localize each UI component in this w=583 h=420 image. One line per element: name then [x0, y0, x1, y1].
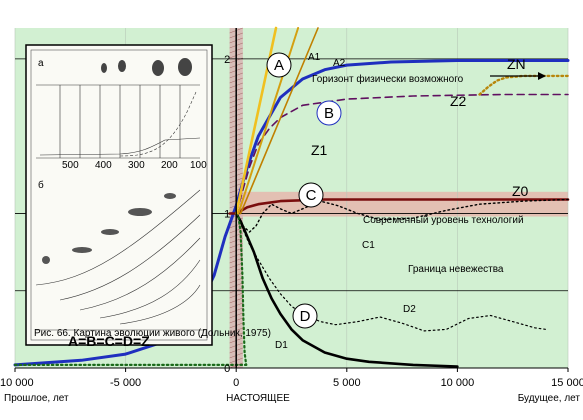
circle-A	[266, 52, 292, 78]
inset-panel-a-grid	[36, 84, 201, 159]
label-A: A	[274, 57, 284, 74]
zn-arrow-head	[538, 72, 546, 80]
x-ticks: -10 000 -5 000 0 5 000 10 000 15 000	[0, 368, 583, 389]
label-B: B	[324, 105, 334, 122]
inset-tick-3: 200	[161, 160, 178, 171]
inset-tick-4: 100	[190, 160, 207, 171]
series-d	[234, 212, 459, 368]
inset-fossils	[101, 58, 192, 76]
label-Z0: Z0	[512, 183, 529, 199]
x-caption-future: Будущее, лет	[518, 393, 581, 404]
y-ticks: 0 1 2	[224, 54, 230, 375]
x-tick-label: 0	[233, 377, 239, 389]
x-tick-label: 5 000	[333, 377, 361, 389]
tech-level-label: Современный уровень технологий	[363, 215, 524, 226]
x-tick-label: 10 000	[441, 377, 475, 389]
inset-panel-a-title: а	[38, 58, 44, 69]
x-tick-label: -5 000	[110, 377, 141, 389]
x-tick-label: -10 000	[0, 377, 34, 389]
x-caption-past: Прошлое, лет	[4, 393, 69, 404]
inset-tick-1: 400	[95, 160, 112, 171]
label-D2: D2	[403, 304, 416, 315]
inset-caption: Рис. 66. Картина эволюции живого (Дольни…	[34, 328, 271, 339]
inset-frame	[25, 44, 213, 346]
label-Z1: Z1	[311, 142, 328, 158]
circle-B	[316, 100, 342, 126]
label-A2: A2	[333, 58, 346, 69]
series-d1-drop	[235, 212, 248, 366]
label-D: D	[300, 308, 311, 325]
series-d2	[235, 212, 547, 332]
circle-C	[298, 182, 324, 208]
circle-D	[292, 303, 318, 329]
inset-inner-frame	[30, 49, 208, 341]
x-tick-label: 15 000	[551, 377, 583, 389]
ignorance-label: Граница невежества	[408, 264, 504, 275]
label-C: C	[306, 187, 317, 204]
horizon-label: Горизонт физически возможного	[312, 73, 464, 85]
y-tick-label: 0	[224, 363, 230, 375]
inset-axis-ticks: 500 400 300 200 100	[62, 160, 207, 171]
x-caption-present: НАСТОЯЩЕЕ	[226, 393, 290, 404]
y-tick-label: 1	[224, 208, 230, 220]
inset-panel-b-title: б	[38, 179, 44, 191]
label-C1: C1	[362, 240, 375, 251]
inset-tick-0: 500	[62, 160, 79, 171]
label-ZN: ZN	[507, 56, 526, 72]
inset-tick-2: 300	[128, 160, 145, 171]
y-tick-label: 2	[224, 54, 230, 66]
inset-figure: а 500 400 300 200 100 б	[25, 44, 271, 346]
inset-animals	[42, 193, 176, 264]
label-Z2: Z2	[450, 93, 467, 109]
inset-panel-b-lines	[35, 189, 205, 331]
technology-band	[236, 191, 568, 217]
label-D1: D1	[275, 340, 288, 351]
series-a2	[239, 27, 319, 215]
label-common: A=B=C=D=Z	[68, 333, 150, 349]
label-A1: A1	[308, 52, 321, 63]
